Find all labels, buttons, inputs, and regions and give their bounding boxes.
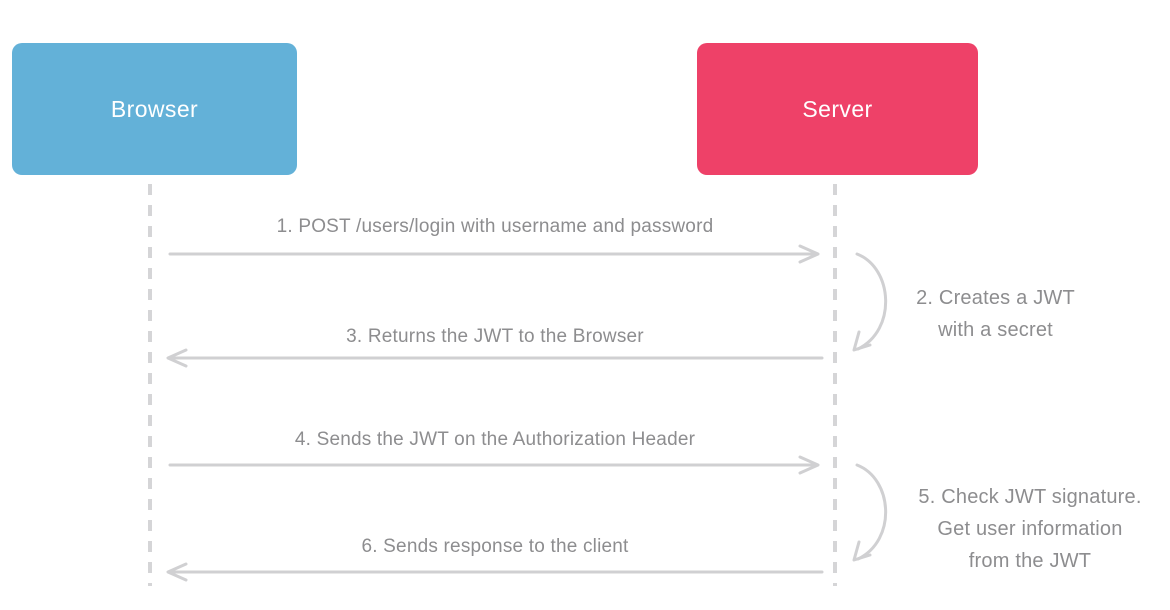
message-label-2-line-1: 2. Creates a JWT	[916, 287, 1075, 309]
browser-lifeline	[148, 184, 152, 586]
arrow-right-step-1	[168, 244, 820, 264]
arrow-left-step-6	[166, 562, 824, 582]
message-label-5: 5. Check JWT signature. Get user informa…	[900, 481, 1160, 577]
message-label-5-line-2: Get user information	[937, 518, 1123, 540]
message-label-3: 3. Returns the JWT to the Browser	[346, 326, 644, 347]
message-label-1: 1. POST /users/login with username and p…	[276, 216, 714, 237]
message-label-5-line-3: from the JWT	[968, 550, 1092, 572]
message-label-4: 4. Sends the JWT on the Authorization He…	[294, 429, 696, 450]
arrow-left-step-3	[166, 348, 824, 368]
actor-box-browser: Browser	[12, 43, 297, 175]
message-label-2-line-2: with a secret	[938, 319, 1053, 341]
actor-label-browser: Browser	[110, 95, 199, 122]
arrow-right-step-4	[168, 455, 820, 475]
self-loop-arrow-step-5	[852, 463, 888, 562]
self-loop-arrow-step-2	[852, 252, 888, 352]
message-label-5-line-1: 5. Check JWT signature.	[918, 486, 1142, 508]
actor-box-server: Server	[697, 43, 978, 175]
message-label-2: 2. Creates a JWT with a secret	[893, 282, 1098, 346]
actor-label-server: Server	[802, 95, 873, 122]
message-label-6: 6. Sends response to the client	[361, 536, 629, 557]
server-lifeline	[833, 184, 837, 586]
